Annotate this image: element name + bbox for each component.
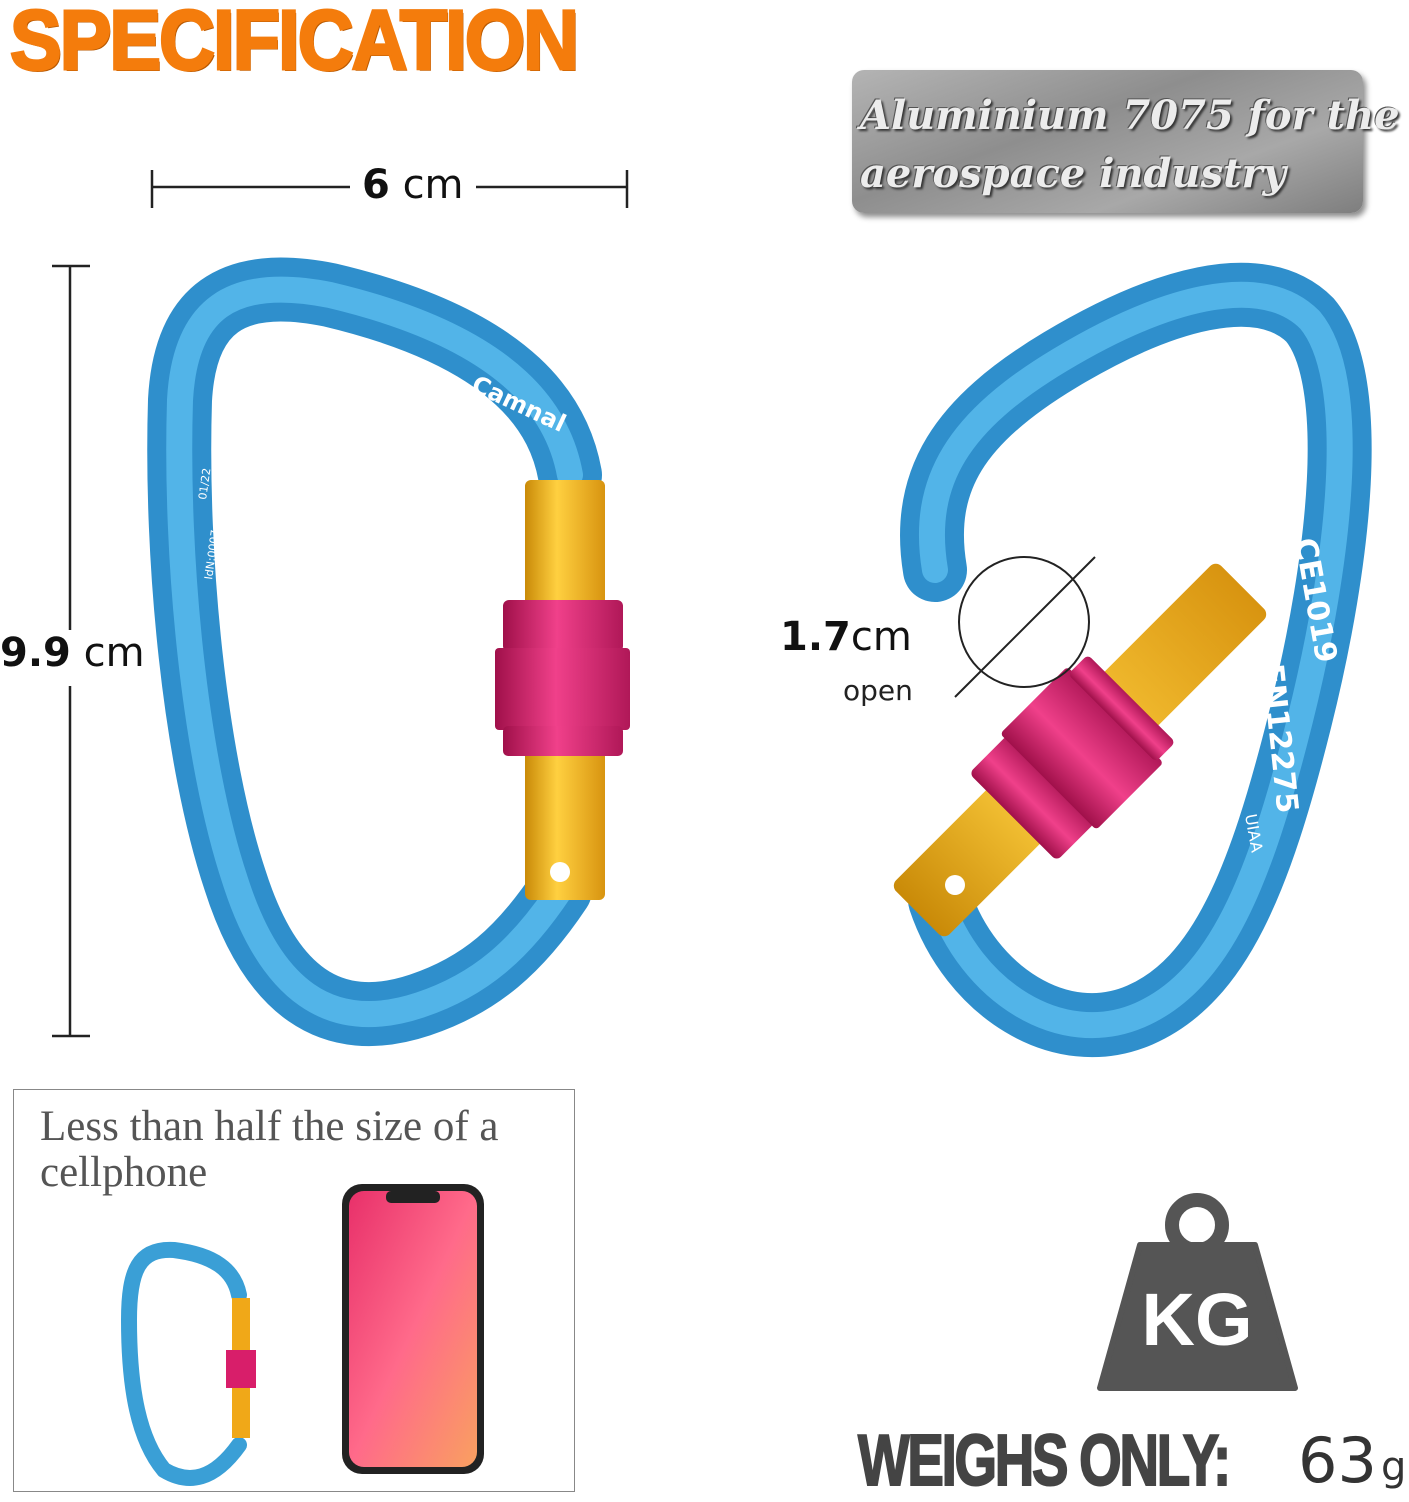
page-title: SPECIFICATION	[9, 0, 581, 89]
strength-marking: kN→25⇂7⊘8	[260, 655, 328, 876]
material-badge: Aluminium 7075 for the aerospace industr…	[852, 70, 1400, 213]
weight-value: 63	[1298, 1424, 1377, 1497]
size-comparison-box: Less than half the size of a cellphone	[13, 1089, 575, 1492]
comparison-text: Less than half the size of a cellphone	[40, 1103, 499, 1196]
gate-opening-open: open	[843, 674, 913, 707]
gate-opening-circle	[958, 556, 1090, 688]
width-label: 6 cm	[350, 162, 476, 208]
carabiner-open: CE1019 EN12275 UIAA	[893, 262, 1372, 1057]
weight-unit: g	[1381, 1444, 1407, 1490]
date-marking: 01/22	[196, 467, 213, 500]
height-label: 9.9 cm	[0, 630, 149, 686]
carabiner-closed: Camnal kN→25⇂7⊘8 IdN:0007 01/22 CE1019 E…	[147, 257, 1372, 1057]
comparison-illustration	[120, 1184, 484, 1486]
locking-sleeve	[503, 600, 623, 652]
svg-text:KG: KG	[1142, 1278, 1253, 1361]
weight-label: WEIGHS ONLY:	[857, 1420, 1232, 1502]
weight-info: WEIGHS ONLY: 63 g	[857, 1420, 1408, 1502]
phone-icon	[342, 1184, 484, 1474]
gate-opening-label: 1.7cm	[780, 614, 912, 660]
kg-weight-icon: KG	[1097, 1193, 1298, 1391]
